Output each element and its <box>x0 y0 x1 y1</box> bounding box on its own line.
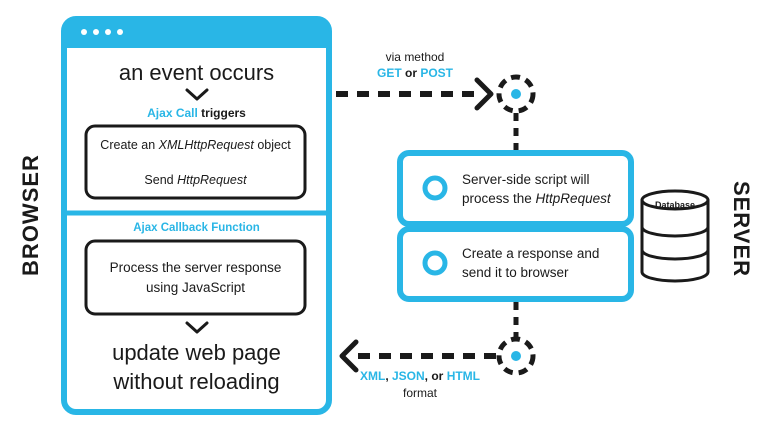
format-text: format <box>402 386 437 400</box>
callback-title: Ajax Callback Function <box>133 222 260 234</box>
update-text-line1: update web page <box>112 340 281 365</box>
database-label: Database <box>654 200 696 210</box>
server-label: SERVER <box>729 180 754 278</box>
bullet-icon <box>422 250 448 276</box>
browser-label: BROWSER <box>18 154 43 276</box>
format-types-text: XML, JSON, or HTML <box>359 369 481 383</box>
process-text-line2: using JavaScript <box>145 280 246 295</box>
server-script-box <box>397 150 634 227</box>
chevron-down-icon <box>185 88 209 101</box>
chevron-down-icon <box>185 321 209 334</box>
window-dot-1 <box>81 29 87 35</box>
server-script-line2: process the HttpRequest <box>462 191 611 206</box>
ajax-call-label: Ajax Call triggers <box>147 106 246 120</box>
process-text-line1: Process the server response <box>109 260 282 275</box>
window-dot-2 <box>93 29 99 35</box>
event-text: an event occurs <box>118 60 275 85</box>
create-request-text: Create an XMLHttpRequest object <box>100 138 291 152</box>
arrow-left-icon <box>339 339 359 373</box>
window-dot-4 <box>117 29 123 35</box>
window-dot-3 <box>105 29 111 35</box>
server-response-box <box>397 226 634 302</box>
process-response-box <box>84 239 307 316</box>
server-script-line1: Server-side script will <box>462 172 590 187</box>
server-response-line2: send it to browser <box>462 265 569 280</box>
arrow-right-icon <box>474 77 494 111</box>
update-text-line2: without reloading <box>113 369 280 394</box>
method-text: GET or POST <box>376 66 453 80</box>
bullet-icon <box>422 175 448 201</box>
create-request-box <box>84 124 307 200</box>
server-response-line1: Create a response and <box>462 246 600 261</box>
database-icon <box>640 189 710 283</box>
via-method-text: via method <box>385 50 445 64</box>
send-request-text: Send HttpRequest <box>144 173 247 187</box>
